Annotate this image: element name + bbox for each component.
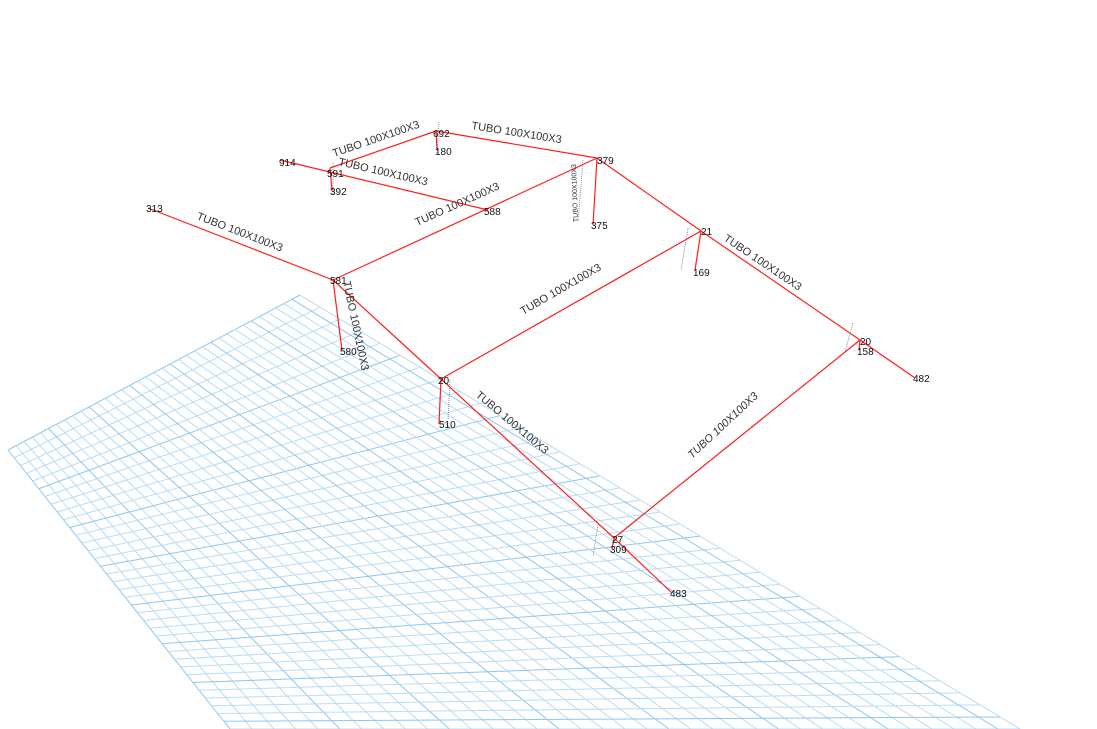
grid-line	[223, 716, 1001, 722]
node-label: 379	[597, 156, 614, 167]
member-labels: TUBO 100X100X3 TUBO 100X100X3 TUBO 100X1…	[195, 119, 804, 461]
node-label: 158	[857, 347, 874, 358]
member-27-483[interactable]	[613, 537, 673, 594]
node-label: 20	[438, 376, 450, 387]
node-label: 483	[670, 589, 687, 600]
member-20-158[interactable]	[858, 339, 861, 351]
member-591-392[interactable]	[329, 167, 333, 192]
node-label: 482	[913, 374, 930, 385]
ground-grid	[7, 294, 1021, 729]
member-692-379[interactable]	[435, 130, 598, 159]
grid-line	[217, 704, 981, 714]
grid-line	[143, 559, 741, 621]
member-20-left-21[interactable]	[440, 230, 702, 380]
grid-line	[205, 680, 941, 699]
member-21-20-right[interactable]	[700, 230, 861, 341]
member-20-510[interactable]	[438, 378, 442, 425]
grid-line	[275, 307, 955, 729]
member-692-180[interactable]	[435, 130, 438, 151]
node-label: 313	[146, 204, 163, 215]
member-581-20[interactable]	[332, 279, 442, 380]
member-21-169[interactable]	[694, 230, 702, 271]
member-313-581[interactable]	[147, 207, 334, 281]
grid-line	[192, 656, 901, 683]
node-label: 180	[435, 147, 452, 158]
member-label: TUBO 100X100X3	[571, 164, 580, 222]
node-label: 309	[610, 545, 627, 556]
member-581-580[interactable]	[332, 279, 343, 351]
member-label: TUBO 100X100X3	[195, 211, 284, 255]
member-label: TUBO 100X100X3	[331, 119, 421, 160]
member-27-309[interactable]	[611, 537, 615, 550]
grid-line	[211, 692, 961, 707]
grid-line	[291, 298, 999, 729]
section-markers	[332, 121, 854, 557]
grid-line	[267, 311, 933, 729]
node-label: 692	[433, 129, 450, 140]
members	[147, 130, 916, 594]
member-20-27[interactable]	[440, 378, 615, 539]
node-label: 392	[330, 187, 347, 198]
node-label: 20	[860, 337, 872, 348]
node-label: 375	[591, 221, 608, 232]
node-label: 510	[439, 420, 456, 431]
member-label: TUBO 100X100X3	[471, 120, 563, 146]
member-label: TUBO 100X100X3	[413, 181, 501, 229]
member-379-21[interactable]	[596, 157, 702, 232]
member-20-482[interactable]	[859, 339, 916, 379]
member-27-20-right[interactable]	[613, 339, 861, 539]
member-label: TUBO 100X100X3	[519, 262, 604, 318]
grid-line	[283, 303, 977, 729]
node-labels: 313 581 580 914 591 392 692 180 588 379 …	[146, 129, 930, 600]
grid-line	[218, 337, 801, 729]
grid-line	[199, 668, 921, 691]
node-label: 588	[484, 207, 501, 218]
node-label: 169	[693, 268, 710, 279]
node-label: 914	[279, 158, 296, 169]
node-label: 581	[330, 276, 347, 287]
member-581-379[interactable]	[332, 157, 598, 281]
member-914-588[interactable]	[279, 159, 489, 211]
member-591-692[interactable]	[329, 130, 437, 169]
node-label: 580	[340, 347, 357, 358]
member-label: TUBO 100X100X3	[340, 280, 371, 372]
member-label: TUBO 100X100X3	[721, 233, 803, 294]
grid-line	[299, 294, 1021, 729]
grid-line	[259, 316, 911, 729]
node-label: 591	[327, 169, 344, 180]
member-label: TUBO 100X100X3	[337, 156, 428, 188]
node-label: 27	[612, 535, 624, 546]
member-label: TUBO 100X100X3	[473, 389, 551, 457]
node-label: 21	[701, 227, 713, 238]
member-379-375[interactable]	[592, 157, 598, 226]
grid-line	[226, 333, 823, 729]
